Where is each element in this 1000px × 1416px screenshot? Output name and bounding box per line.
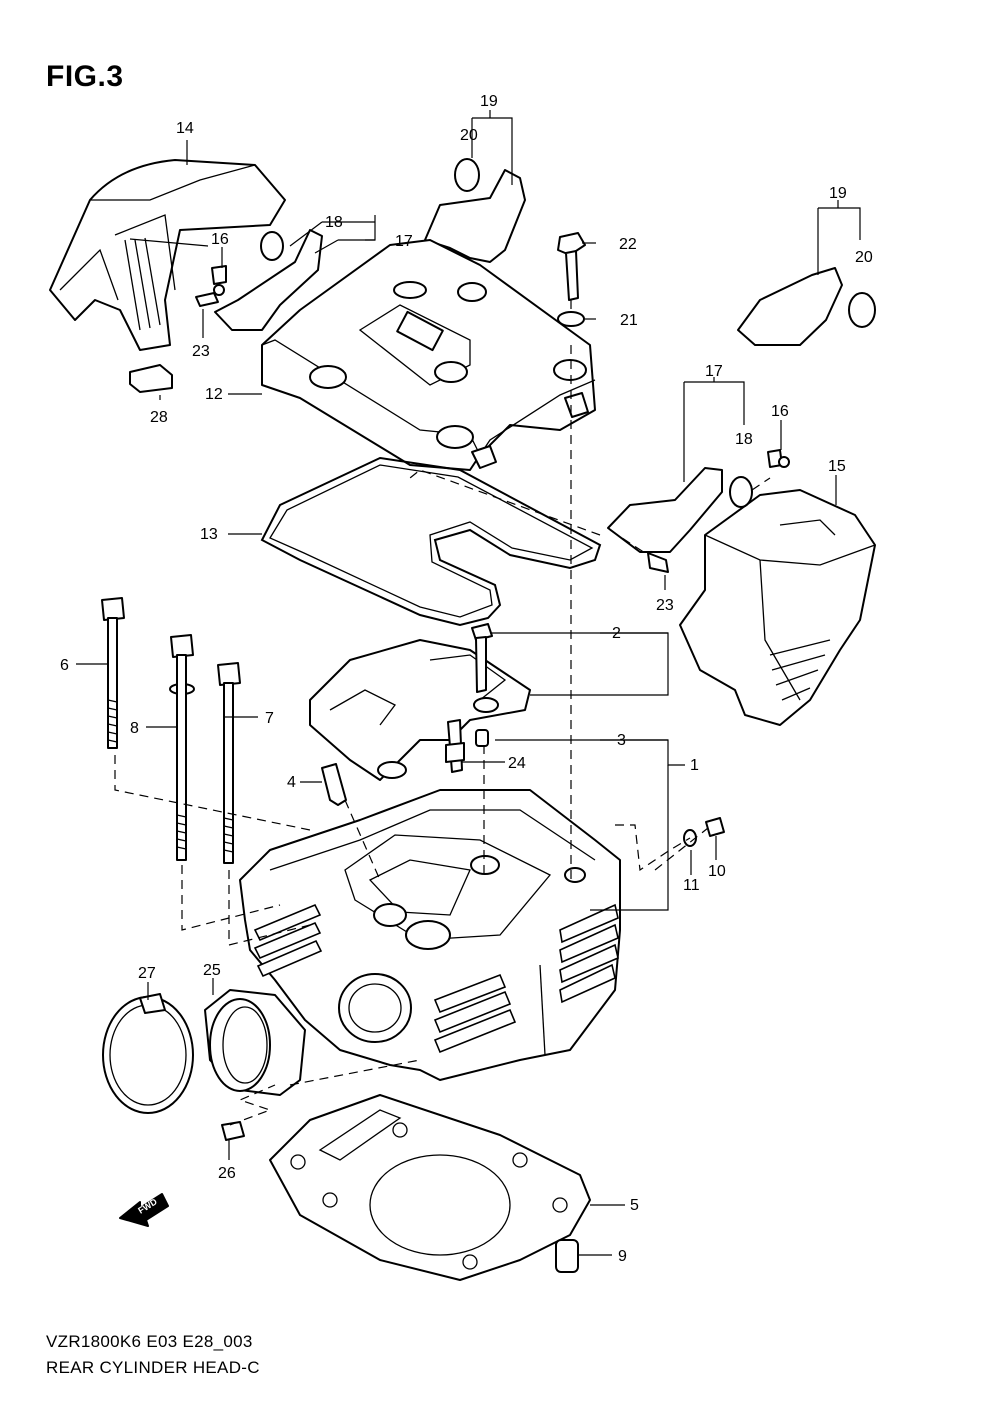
leader-lines [76, 110, 861, 1256]
callout-16-left: 16 [211, 231, 229, 248]
bracket-part-19-right [737, 267, 843, 346]
callout-14: 14 [176, 120, 194, 137]
callout-8: 8 [130, 720, 139, 737]
bolt-part-22 [557, 232, 586, 301]
bolt-part-7 [217, 662, 241, 864]
bracket-part-17-left [214, 229, 323, 331]
callout-6: 6 [60, 657, 69, 674]
callout-21: 21 [620, 312, 638, 329]
figure-title: FIG.3 [46, 60, 124, 93]
bracket-part-17-right [607, 467, 723, 553]
spark-plug-part-24 [445, 719, 465, 773]
rubber-pad-part-28 [129, 364, 173, 393]
callout-24: 24 [508, 755, 526, 772]
callout-17-right: 17 [705, 363, 723, 380]
dowel-pin-part-9 [555, 1239, 579, 1273]
callout-10: 10 [708, 863, 726, 880]
callout-23-left: 23 [192, 343, 210, 360]
bracket-part-19-top [424, 169, 526, 263]
cushion-part-20-top [454, 158, 480, 192]
cushion-part-20-right [848, 292, 876, 328]
bolt-part-2 [471, 623, 493, 693]
screw-part-16-right [767, 449, 790, 468]
bolt-part-8 [169, 634, 195, 861]
callout-7: 7 [265, 710, 274, 727]
callout-18-right: 18 [735, 431, 753, 448]
bolt-part-23-left [195, 292, 219, 307]
callout-20-top: 20 [460, 127, 478, 144]
callout-11: 11 [683, 877, 700, 894]
right-head-cover-part-15 [679, 489, 876, 726]
left-head-cover-part-14 [49, 159, 286, 351]
callout-18-left: 18 [325, 214, 343, 231]
callout-16-right: 16 [771, 403, 789, 420]
callout-25: 25 [203, 962, 221, 979]
callout-15: 15 [828, 458, 846, 475]
bolt-part-10 [705, 817, 725, 837]
bolt-part-23-right [647, 552, 669, 573]
cushion-part-18-left [260, 231, 284, 261]
model-code-caption: VZR1800K6 E03 E28_003 [46, 1332, 253, 1351]
callout-4: 4 [287, 774, 296, 791]
callout-26: 26 [218, 1165, 236, 1182]
valve-guide-part-4 [321, 763, 347, 806]
callout-13: 13 [200, 526, 218, 543]
screw-part-26 [221, 1121, 245, 1141]
cylinder-head-part-1 [239, 789, 621, 1081]
callout-28: 28 [150, 409, 168, 426]
callout-3: 3 [617, 732, 626, 749]
screw-part-16-left [211, 265, 227, 296]
callout-20-right: 20 [855, 249, 873, 266]
callout-5: 5 [630, 1197, 639, 1214]
figure-caption: REAR CYLINDER HEAD-C [46, 1358, 260, 1377]
callout-19-top: 19 [480, 93, 498, 110]
head-cover-gasket-part-13 [260, 456, 602, 627]
cylinder-head-gasket-part-5 [269, 1094, 591, 1281]
camshaft-housing-part-2 [309, 639, 531, 781]
callout-17-left: 17 [395, 233, 413, 250]
intake-pipe-part-25 [204, 989, 306, 1096]
callout-labels: 1 2 3 4 5 6 7 8 9 10 11 12 13 14 15 16 1… [60, 93, 873, 1265]
callout-2: 2 [612, 625, 621, 642]
callout-22: 22 [619, 236, 637, 253]
callout-23-right: 23 [656, 597, 674, 614]
clamp-part-27 [102, 993, 194, 1114]
callout-9: 9 [618, 1248, 627, 1265]
callout-12: 12 [205, 386, 223, 403]
washer-part-21 [557, 311, 585, 327]
bolt-part-6 [101, 597, 125, 749]
callout-27: 27 [138, 965, 156, 982]
forward-direction-arrow [119, 1193, 169, 1227]
dowel-pin-part-3 [475, 729, 489, 747]
callout-1: 1 [690, 757, 699, 774]
cushion-part-18-right [729, 476, 753, 508]
callout-19-right: 19 [829, 185, 847, 202]
